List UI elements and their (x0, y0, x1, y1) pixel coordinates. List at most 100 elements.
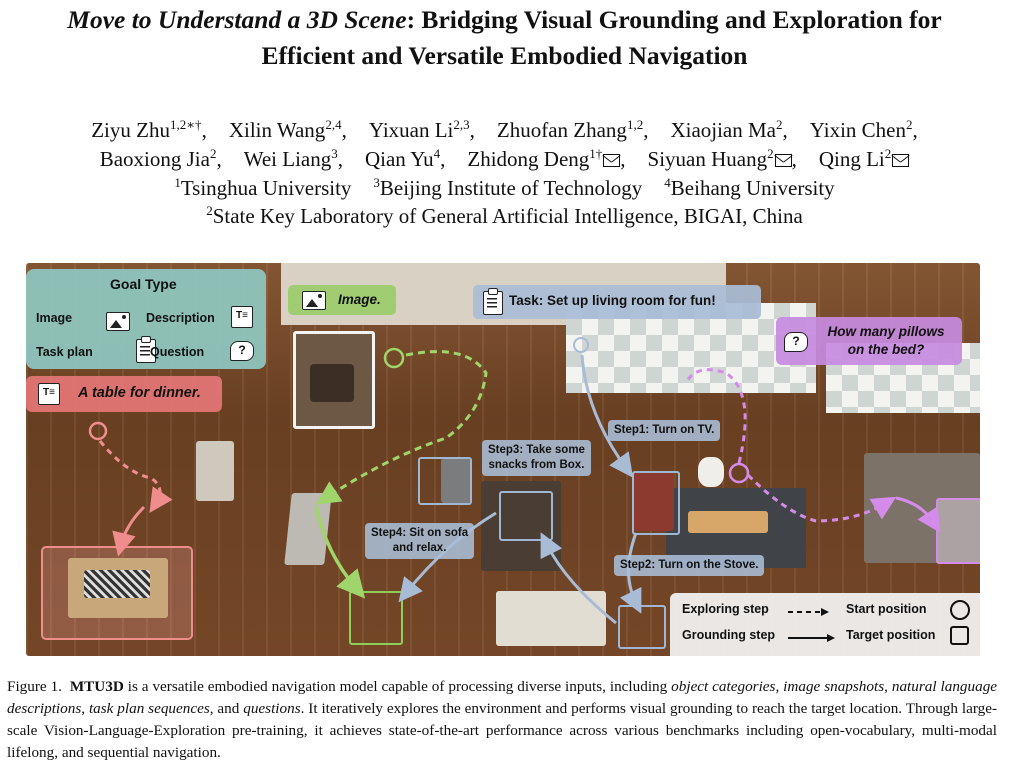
image-path (314, 347, 488, 599)
question-line-1: How many pillows (827, 324, 945, 339)
task-goal-panel: Task: Set up living room for fun! (473, 285, 761, 319)
side-cabinet (196, 441, 234, 501)
sofa (496, 591, 606, 646)
toilet (698, 457, 724, 487)
author-name: Ziyu Zhu1,2∗†, (91, 117, 207, 142)
author-line-1: Ziyu Zhu1,2∗†,Xilin Wang2,4,Yixuan Li2,3… (0, 116, 1009, 145)
caption-text: , and (209, 700, 244, 717)
task-path (398, 337, 642, 625)
clipboard-icon (483, 288, 503, 315)
image-icon (302, 291, 326, 310)
step4-line-1: Step4: Sit on sofa (371, 527, 469, 539)
question-line-2: on the bed? (847, 342, 925, 357)
title-line-2: Efficient and Versatile Embodied Navigat… (261, 41, 748, 70)
step2-label: Step2: Turn on the Stove. (614, 555, 765, 576)
legend-start: Start position (846, 602, 927, 616)
desc-goal-text: A table for dinner. (78, 385, 201, 401)
navigation-paths (88, 337, 941, 625)
paper-title: Move to Understand a 3D Scene: Bridging … (0, 2, 1009, 74)
bed-target-box (936, 498, 980, 564)
image-icon (106, 312, 130, 331)
step3-label: Step3: Take some snacks from Box. (482, 440, 591, 476)
kitchen-stove (688, 511, 768, 533)
image-goal-text: Image. (338, 292, 381, 307)
caption-italic: object categories (671, 678, 776, 695)
goal-type-panel: Goal Type Image Description T≡ Task plan… (26, 269, 266, 369)
legend-grounding: Grounding step (682, 628, 776, 642)
author-name: Wei Liang3, (243, 146, 343, 171)
author-name: Qing Li2 (819, 145, 910, 174)
author-name: Xiaojian Ma2, (670, 117, 788, 142)
question-path (684, 368, 941, 534)
box-tv (632, 471, 680, 535)
armchair-left (441, 458, 471, 503)
figure-caption: Figure 1. MTU3D is a versatile embodied … (7, 676, 997, 764)
author-name: Zhuofan Zhang1,2, (496, 117, 649, 142)
question-goal-text: How many pillows on the bed? (816, 323, 956, 359)
circle-icon (950, 600, 970, 620)
envelope-icon (892, 154, 910, 167)
caption-text: , (884, 678, 892, 695)
envelope-icon (774, 154, 792, 167)
box-stove (618, 605, 666, 649)
goal-type-question: Question (150, 345, 205, 359)
legend-panel: Exploring step Start position Grounding … (670, 593, 980, 656)
image-goal-panel: Image. (288, 285, 396, 315)
step3-line-2: snacks from Box. (488, 459, 585, 471)
affiliation-item: 1Tsinghua University (174, 175, 352, 200)
dashed-arrow-icon (788, 608, 829, 616)
step4-label: Step4: Sit on sofa and relax. (365, 523, 475, 559)
title-line-1: Move to Understand a 3D Scene: Bridging … (0, 2, 1009, 38)
tv-cabinet (634, 471, 674, 531)
legend-target: Target position (846, 628, 936, 642)
step4-line-2: and relax. (392, 542, 447, 554)
author-name: Yixin Chen2, (809, 117, 918, 142)
document-icon: T≡ (38, 383, 60, 405)
envelope-icon (603, 154, 621, 167)
box-sofa-target (349, 591, 403, 645)
caption-text: , (81, 700, 89, 717)
legend-exploring: Exploring step (682, 602, 769, 616)
affiliation-item: 4Beihang University (664, 175, 835, 200)
title-rest: : Bridging Visual Grounding and Explorat… (406, 5, 942, 34)
author-name: Qian Yu4, (364, 146, 446, 171)
box-snacks (499, 491, 553, 541)
solid-arrow-icon (788, 634, 835, 642)
image-goal-photo (293, 331, 375, 429)
desc-goal-panel: T≡ A table for dinner. (26, 376, 222, 412)
author-list: Ziyu Zhu1,2∗†,Xilin Wang2,4,Yixuan Li2,3… (0, 116, 1009, 174)
author-line-2: Baoxiong Jia2, Wei Liang3, Qian Yu4, Zhidon… (0, 145, 1009, 174)
document-icon: T≡ (231, 306, 253, 328)
question-goal-panel: ? How many pillows on the bed? (776, 317, 962, 365)
caption-italic: image snapshots (783, 678, 885, 695)
affiliation-name: State Key Laboratory of General Artifici… (212, 204, 803, 228)
goal-type-title: Goal Type (110, 276, 177, 292)
question-icon: ? (784, 332, 808, 352)
author-name: Zhidong Deng1†, (467, 146, 626, 171)
caption-text: is a versatile embodied navigation model… (123, 678, 672, 695)
clipboard-icon (136, 336, 156, 363)
desc-path (88, 421, 173, 557)
author-name: Yixuan Li2,3, (368, 117, 475, 142)
caption-text: . It iteratively explores the environmen… (7, 700, 998, 761)
photo-chair (310, 364, 354, 402)
task-goal-text: Task: Set up living room for fun! (509, 293, 716, 308)
author-name: Baoxiong Jia2, (99, 146, 222, 171)
caption-italic: natural language descriptions (7, 678, 998, 717)
caption-italic: task plan sequences (88, 700, 210, 717)
title-italic: Move to Understand a 3D Scene (67, 5, 407, 34)
affiliation-item: 3Beijing Institute of Technology (373, 175, 643, 200)
tablecloth (84, 570, 150, 598)
author-name: Siyuan Huang2, (647, 146, 797, 171)
affiliation-sup: 2 (206, 203, 213, 218)
goal-type-image: Image (36, 311, 73, 325)
box-snacks-area (418, 457, 472, 505)
affiliation-line-1: 1Tsinghua University 3Beijing Institute o… (0, 174, 1009, 202)
step3-line-1: Step3: Take some (488, 444, 585, 456)
teaser-figure: Goal Type Image Description T≡ Task plan… (26, 263, 980, 656)
goal-type-description: Description (146, 311, 215, 325)
affiliation-line-2: 2State Key Laboratory of General Artific… (0, 202, 1009, 230)
caption-italic: questions (243, 700, 301, 717)
caption-label: Figure 1. (7, 678, 62, 695)
caption-text: , (775, 678, 784, 695)
